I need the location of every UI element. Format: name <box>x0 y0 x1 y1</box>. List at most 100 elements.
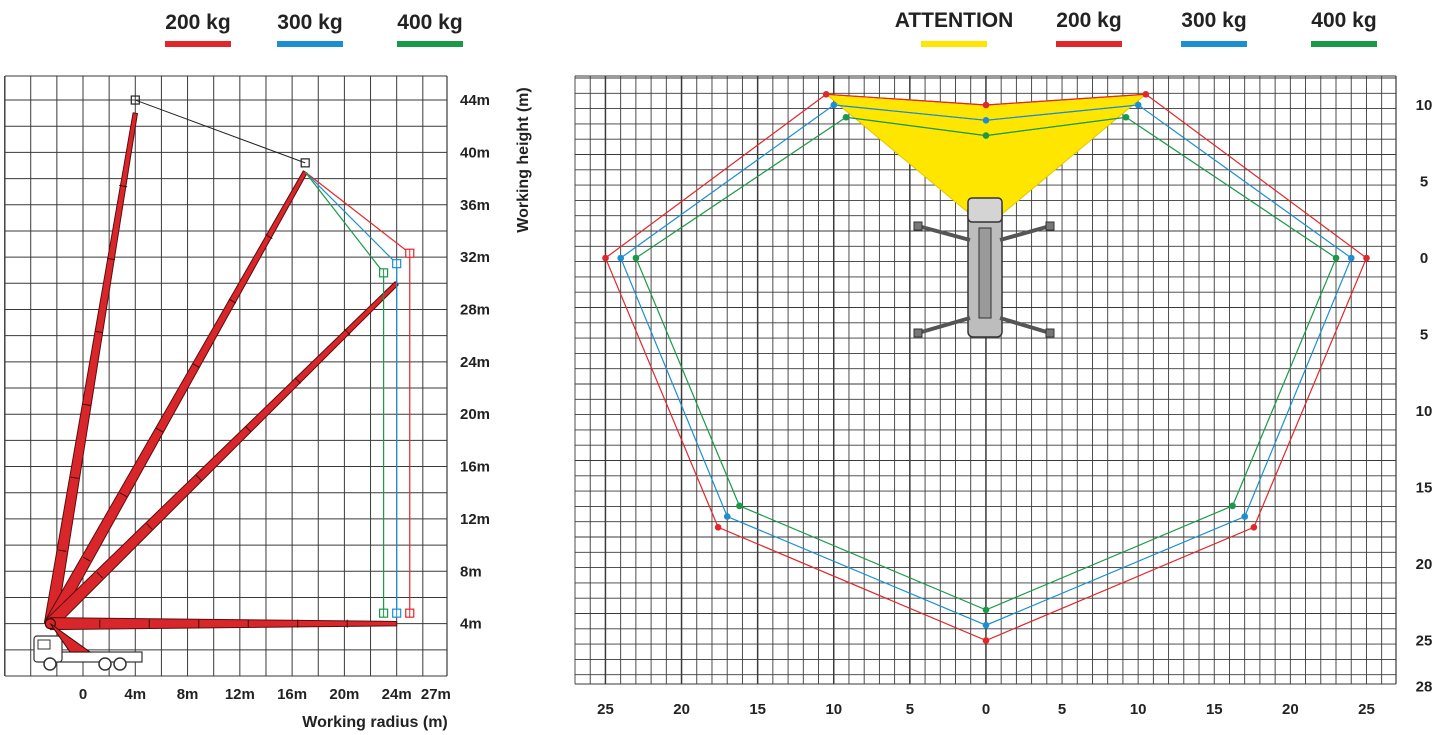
y-tick-label: 25 <box>1416 633 1433 650</box>
envelope-point <box>714 523 722 531</box>
legend-swatch <box>1181 41 1247 47</box>
legend-right: ATTENTION 200 kg 300 kg 400 kg <box>895 9 1377 47</box>
x-tick-label: 5 <box>1058 701 1066 718</box>
y-tick-label: 5 <box>1420 327 1428 344</box>
x-tick-label: 0 <box>982 701 990 718</box>
truck-window <box>37 639 51 650</box>
y-tick-label: 4m <box>460 616 482 633</box>
envelope-point <box>1363 254 1370 262</box>
basket-marker <box>130 95 140 105</box>
x-tick-label: 15 <box>1206 701 1223 718</box>
outrigger-pad <box>1045 221 1055 231</box>
truck-wheel <box>113 657 127 671</box>
boom-joint <box>146 523 153 530</box>
envelope-point <box>1241 513 1249 520</box>
x-tick-label: 25 <box>1358 701 1375 718</box>
y-tick-label: 12m <box>460 511 490 528</box>
boom-joint <box>82 403 91 406</box>
y-tick-label: 28m <box>460 301 490 318</box>
legend-label: 200 kg <box>165 11 230 34</box>
x-tick-label: 24m <box>382 686 412 703</box>
boom-positions <box>43 95 399 631</box>
boom-joint <box>96 571 103 579</box>
side-view-grid <box>4 75 448 677</box>
boom-joint <box>344 328 351 336</box>
envelope-point <box>1142 90 1150 98</box>
outrigger-pad <box>913 328 923 338</box>
boom-joint <box>155 427 164 433</box>
boom-joint <box>294 377 301 384</box>
boom-joint <box>195 474 202 481</box>
x-tick-label: 10 <box>825 701 842 718</box>
boom-base <box>49 623 92 653</box>
side-view-series <box>304 171 415 618</box>
x-axis-title: Working radius (m) <box>302 714 448 731</box>
legend-left: 200 kg 300 kg 400 kg <box>165 11 463 47</box>
truck-boom-top <box>978 227 992 319</box>
top-view-series <box>602 90 1370 644</box>
y-tick-label: 32m <box>460 249 490 266</box>
series-line <box>304 171 398 614</box>
y-tick-label: 16m <box>460 459 490 476</box>
x-tick-label: 15 <box>749 701 766 718</box>
envelope-point <box>602 254 609 262</box>
truck-wheel <box>98 657 112 671</box>
envelope-line <box>135 99 306 164</box>
y-tick-label: 0 <box>1420 250 1428 267</box>
y-tick-label: 8m <box>460 563 482 580</box>
x-tick-label: 8m <box>177 686 199 703</box>
legend-label: 300 kg <box>1181 9 1246 32</box>
basket-marker <box>300 158 310 168</box>
x-tick-label: 20 <box>673 701 690 718</box>
boom-joint <box>70 476 79 479</box>
boom-joint <box>192 363 200 368</box>
legend-label: 300 kg <box>277 11 342 34</box>
y-tick-label: 36m <box>460 197 490 214</box>
envelope-edge <box>833 104 987 121</box>
outrigger <box>999 316 1051 335</box>
envelope-point <box>1229 502 1236 510</box>
envelope-point <box>1250 523 1258 531</box>
boom-joint <box>58 549 67 552</box>
envelope-edge <box>826 93 987 106</box>
envelope-edge <box>985 93 1146 106</box>
y-tick-label: 20 <box>1416 556 1433 573</box>
legend-label: 400 kg <box>1311 9 1376 32</box>
x-tick-label: 10 <box>1130 701 1147 718</box>
envelope-point <box>1347 254 1355 262</box>
legend-label: 200 kg <box>1056 9 1121 32</box>
envelope-point <box>1332 254 1340 262</box>
outrigger <box>917 224 971 242</box>
y-tick-label: 10 <box>1416 403 1433 420</box>
legend-swatch <box>1311 41 1377 47</box>
y-tick-label: 5 <box>1420 174 1428 191</box>
y-tick-label: 40m <box>460 144 490 161</box>
outrigger <box>999 224 1051 242</box>
envelope-point <box>632 254 640 262</box>
boom-joint <box>245 425 252 433</box>
legend-label: 400 kg <box>397 11 462 34</box>
legend-swatch <box>277 41 343 47</box>
x-tick-label: 27m <box>421 686 451 703</box>
outrigger-pad <box>913 221 923 231</box>
legend-label: ATTENTION <box>895 9 1014 32</box>
y-tick-label: 44m <box>460 92 490 109</box>
y-tick-label: 10 <box>1416 97 1433 114</box>
envelope-point <box>736 502 743 510</box>
y-tick-label: 24m <box>460 354 490 371</box>
y-axis-title: Working height (m) <box>515 87 532 232</box>
outrigger-pad <box>1045 328 1055 338</box>
envelope-point <box>617 254 625 262</box>
x-tick-label: 20m <box>329 686 359 703</box>
envelope-point <box>822 90 830 98</box>
boom-joint <box>106 257 116 261</box>
legend-swatch <box>397 41 463 47</box>
y-tick-label: 28 <box>1416 678 1433 695</box>
legend-swatch <box>165 41 231 47</box>
boom-joint <box>83 556 91 562</box>
y-tick-label: 20m <box>460 406 490 423</box>
x-tick-label: 4m <box>124 686 146 703</box>
